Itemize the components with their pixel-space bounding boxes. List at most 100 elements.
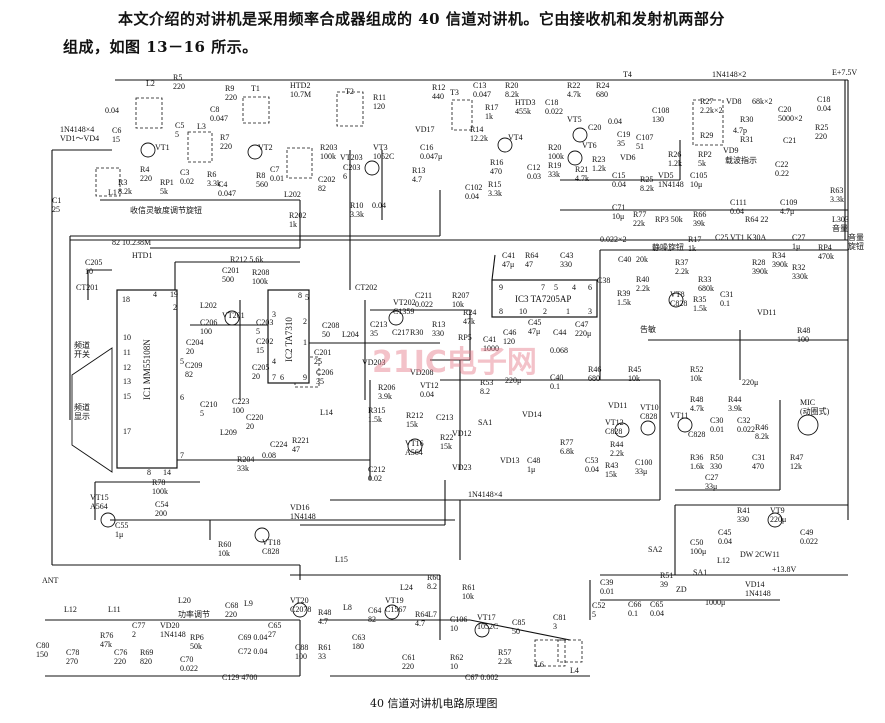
- component-ref: R3: [118, 178, 127, 187]
- component-label: R208.2k: [505, 81, 519, 99]
- component-value: 390k: [772, 260, 788, 269]
- component-ref: +13.8V: [772, 565, 797, 574]
- channel-switch-symbol: [71, 347, 113, 473]
- component-label: RP5: [458, 333, 472, 342]
- component-label: R64 22: [745, 215, 768, 224]
- component-ref: R41: [737, 506, 750, 515]
- component-ref: C38: [597, 276, 610, 285]
- component-label: R63.3k: [207, 170, 221, 188]
- component-ref: 频道: [74, 340, 90, 350]
- component-ref: R46: [588, 365, 601, 374]
- component-ref: 1N4148×4: [60, 125, 94, 134]
- ic2-name: IC2 TA7310: [284, 317, 294, 362]
- component-value: 500: [222, 275, 234, 284]
- transistor-symbol: [100, 512, 116, 528]
- component-ref: 220μ: [505, 376, 521, 385]
- component-ref: C220: [246, 413, 263, 422]
- component-value: 35: [316, 377, 324, 386]
- component-ref: C202: [318, 175, 335, 184]
- component-label: L6: [535, 660, 544, 669]
- component-ref: R212 5.6k: [230, 255, 263, 264]
- component-ref: C105: [690, 171, 707, 180]
- component-label: 0.04: [608, 117, 622, 126]
- component-value: 1.5k: [368, 415, 382, 424]
- component-ref: VT17: [477, 613, 496, 622]
- component-ref: R60: [427, 573, 440, 582]
- component-ref: C206: [316, 368, 333, 377]
- component-value: 50: [512, 627, 520, 636]
- component-label: L14: [320, 408, 333, 417]
- component-ref: C217: [392, 328, 409, 337]
- component-value: 220: [140, 174, 152, 183]
- component-ref: 静噪旋钮: [652, 242, 684, 252]
- component-value: 390k: [752, 267, 768, 276]
- component-label: R212 5.6k: [230, 255, 263, 264]
- component-value: 120: [373, 102, 385, 111]
- component-ref: R202: [289, 211, 306, 220]
- component-ref: C50: [690, 538, 703, 547]
- component-value: 1.5k: [693, 304, 707, 313]
- component-value: 1.2k: [668, 159, 682, 168]
- component-value: C828: [605, 427, 622, 436]
- component-ref: C206: [200, 318, 217, 327]
- component-label: VD17: [415, 125, 435, 134]
- component-label: L11: [108, 605, 121, 614]
- component-ref: C45: [718, 528, 731, 537]
- component-value: 2: [132, 630, 136, 639]
- component-ref: C21: [783, 136, 796, 145]
- component-value: 5: [200, 409, 204, 418]
- component-label: VD23: [452, 463, 472, 472]
- component-value: 0.047: [210, 114, 228, 123]
- component-ref: C22: [775, 160, 788, 169]
- component-label: C72 0.04: [238, 647, 267, 656]
- component-ref: R48: [797, 326, 810, 335]
- component-value: 8.2: [480, 387, 490, 396]
- component-ref: L8: [343, 603, 352, 612]
- component-value: 10: [450, 662, 458, 671]
- component-ref: T2: [345, 87, 354, 96]
- component-ref: ANT: [42, 576, 59, 585]
- component-value: 1μ: [115, 530, 123, 539]
- ic3-pin-label: 7: [541, 283, 545, 292]
- component-ref: C68: [225, 601, 238, 610]
- component-ref: VT15: [90, 493, 109, 502]
- component-value: 1052C: [477, 622, 498, 631]
- transistor-symbol: [668, 292, 684, 308]
- component-value: 1.2k: [592, 164, 606, 173]
- component-ref: L204: [342, 330, 359, 339]
- component-value: 2.2k×2: [700, 106, 723, 115]
- component-label: 功率调节: [178, 609, 210, 619]
- component-label: VD8: [726, 97, 742, 106]
- component-value: 0.03: [527, 172, 541, 181]
- component-ref: 0.04: [608, 117, 622, 126]
- component-value: 3.3k: [350, 210, 364, 219]
- component-value: 8.2k: [505, 90, 519, 99]
- component-value: C828: [262, 547, 279, 556]
- shield-box: [95, 167, 121, 197]
- component-value: 0.04: [420, 390, 434, 399]
- component-value: 5: [175, 130, 179, 139]
- ic3-pin-label: 10: [519, 307, 527, 316]
